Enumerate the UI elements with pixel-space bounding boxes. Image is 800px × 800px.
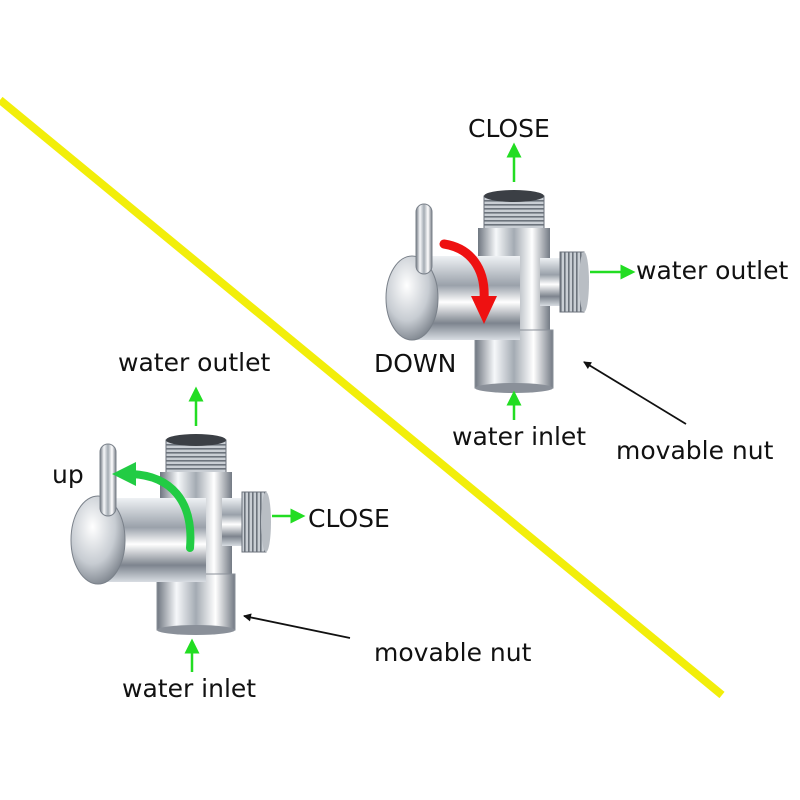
nut-pointer-arrow-bottom <box>243 613 351 639</box>
bottom-handle-label: up <box>52 460 84 489</box>
bottom-close-label: CLOSE <box>308 504 390 533</box>
top-handle-label: DOWN <box>374 349 457 378</box>
top-diverter-valve <box>385 190 589 393</box>
turn-down-arrowhead <box>471 296 497 324</box>
bottom-diverter-valve <box>70 434 271 635</box>
bottom-inlet-label: water inlet <box>122 674 257 703</box>
bottom-outlet-label: water outlet <box>118 348 271 377</box>
turn-up-arrowhead <box>112 462 136 486</box>
turn-up-arrow <box>128 470 195 552</box>
bottom-nut-label: movable nut <box>374 638 532 667</box>
top-outlet-label: water outlet <box>636 256 789 285</box>
turn-down-arrow <box>439 239 489 305</box>
top-nut-label: movable nut <box>616 436 774 465</box>
diagonal-divider <box>0 96 725 699</box>
top-inlet-label: water inlet <box>452 422 587 451</box>
nut-pointer-arrow <box>583 361 687 425</box>
top-close-label: CLOSE <box>468 114 550 143</box>
